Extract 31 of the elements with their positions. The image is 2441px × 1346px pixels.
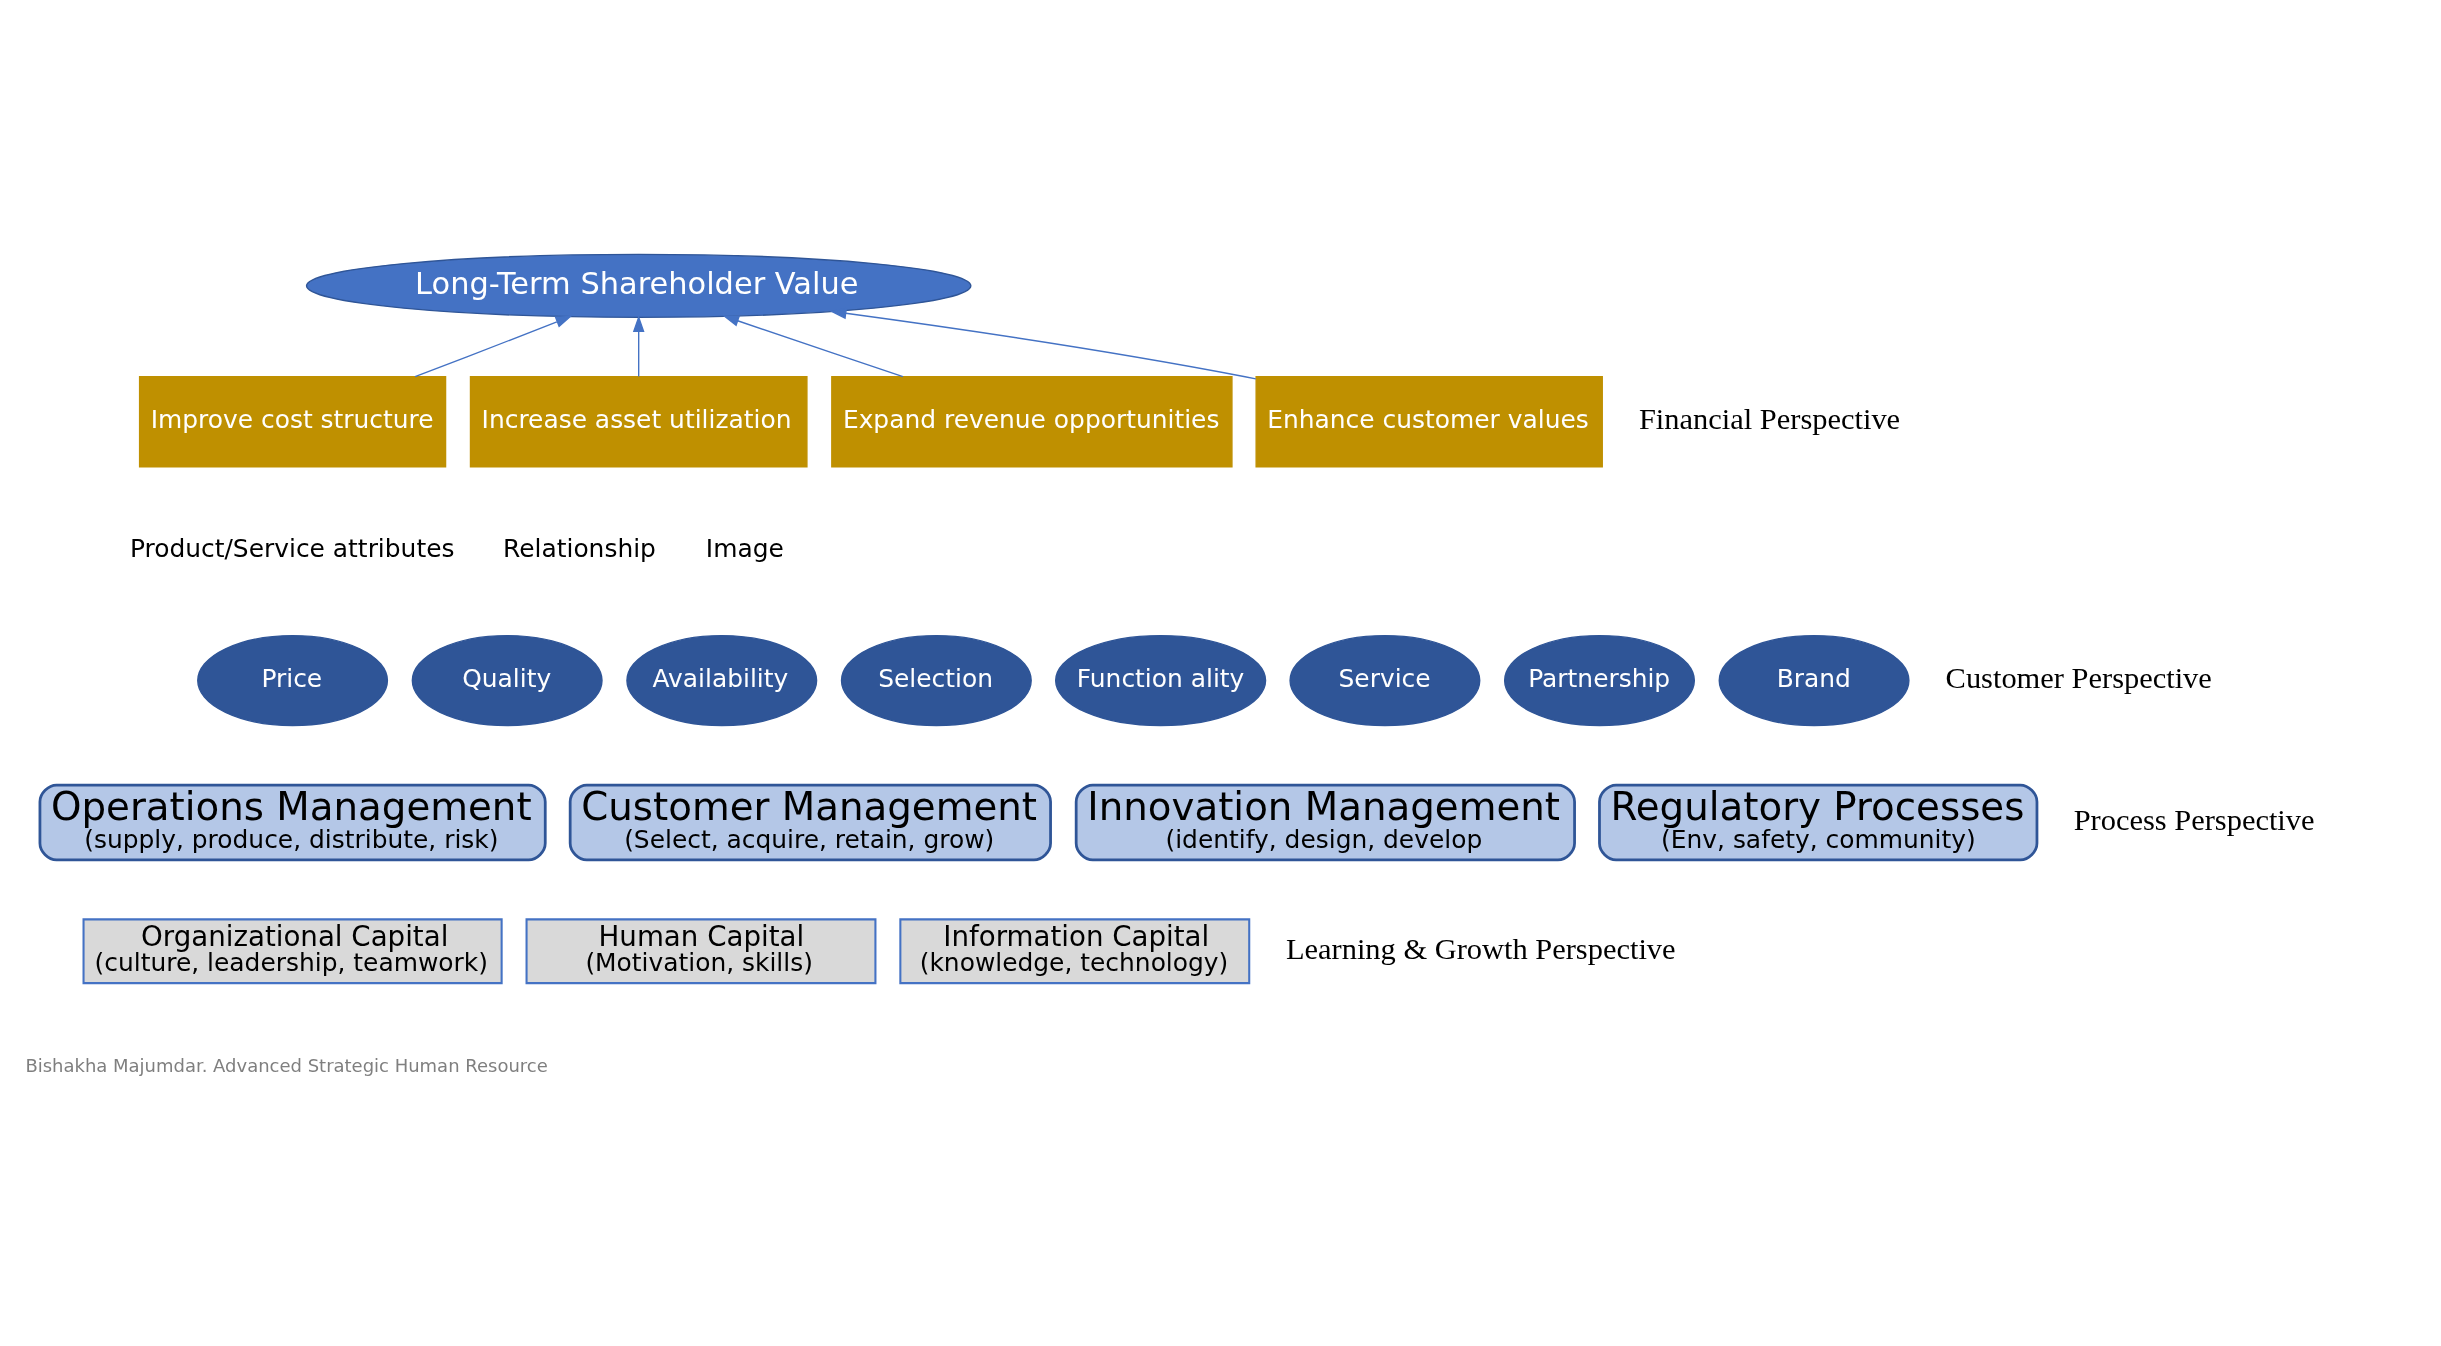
label: Customer Perspective (1945, 660, 2212, 695)
node-ellipse: Selection (840, 634, 1032, 726)
node-box: Improve cost structure (138, 375, 447, 467)
arrow (414, 315, 573, 377)
node-box: Human Capital (Motivation, skills) (525, 917, 877, 984)
node-ellipse: Service (1289, 634, 1481, 726)
node-box: Enhance customer values (1255, 375, 1603, 467)
arrow (632, 314, 645, 377)
node-ellipse: Price (197, 634, 389, 726)
node-box: Operations Management (supply, produce, distribute, risk) (38, 783, 547, 861)
node-box: Regulatory Processes (Env, safety, community) (1598, 783, 2039, 861)
node-ellipse: Quality (411, 634, 603, 726)
arrow (829, 307, 1257, 379)
label: Learning & Growth Perspective (1285, 931, 1676, 966)
node-ellipse: Partnership (1503, 634, 1695, 726)
node-ellipse: Availability (626, 634, 818, 726)
node-ellipse: Function ality (1055, 634, 1267, 726)
label: Financial Perspective (1638, 401, 1901, 436)
node-box: Innovation Management (identify, design, develop (1074, 783, 1576, 861)
node-box: Expand revenue opportunities (831, 375, 1233, 467)
node-ellipse: Brand (1718, 634, 1910, 726)
arrow (722, 314, 904, 377)
label: Process Perspective (2073, 802, 2315, 837)
node-box: Information Capital (knowledge, technology) (899, 917, 1251, 984)
label: Bishakha Majumdar. Advanced Strategic Human Resource (25, 1054, 548, 1076)
label: Image (705, 533, 784, 563)
node-box: Organizational Capital (culture, leadership, teamwork) (82, 917, 503, 984)
node-box: Customer Management (Select, acquire, retain, grow) (568, 783, 1052, 861)
node-box: Increase asset utilization (469, 375, 808, 467)
label: Product/Service attributes (129, 533, 455, 563)
label: Relationship (503, 533, 656, 563)
